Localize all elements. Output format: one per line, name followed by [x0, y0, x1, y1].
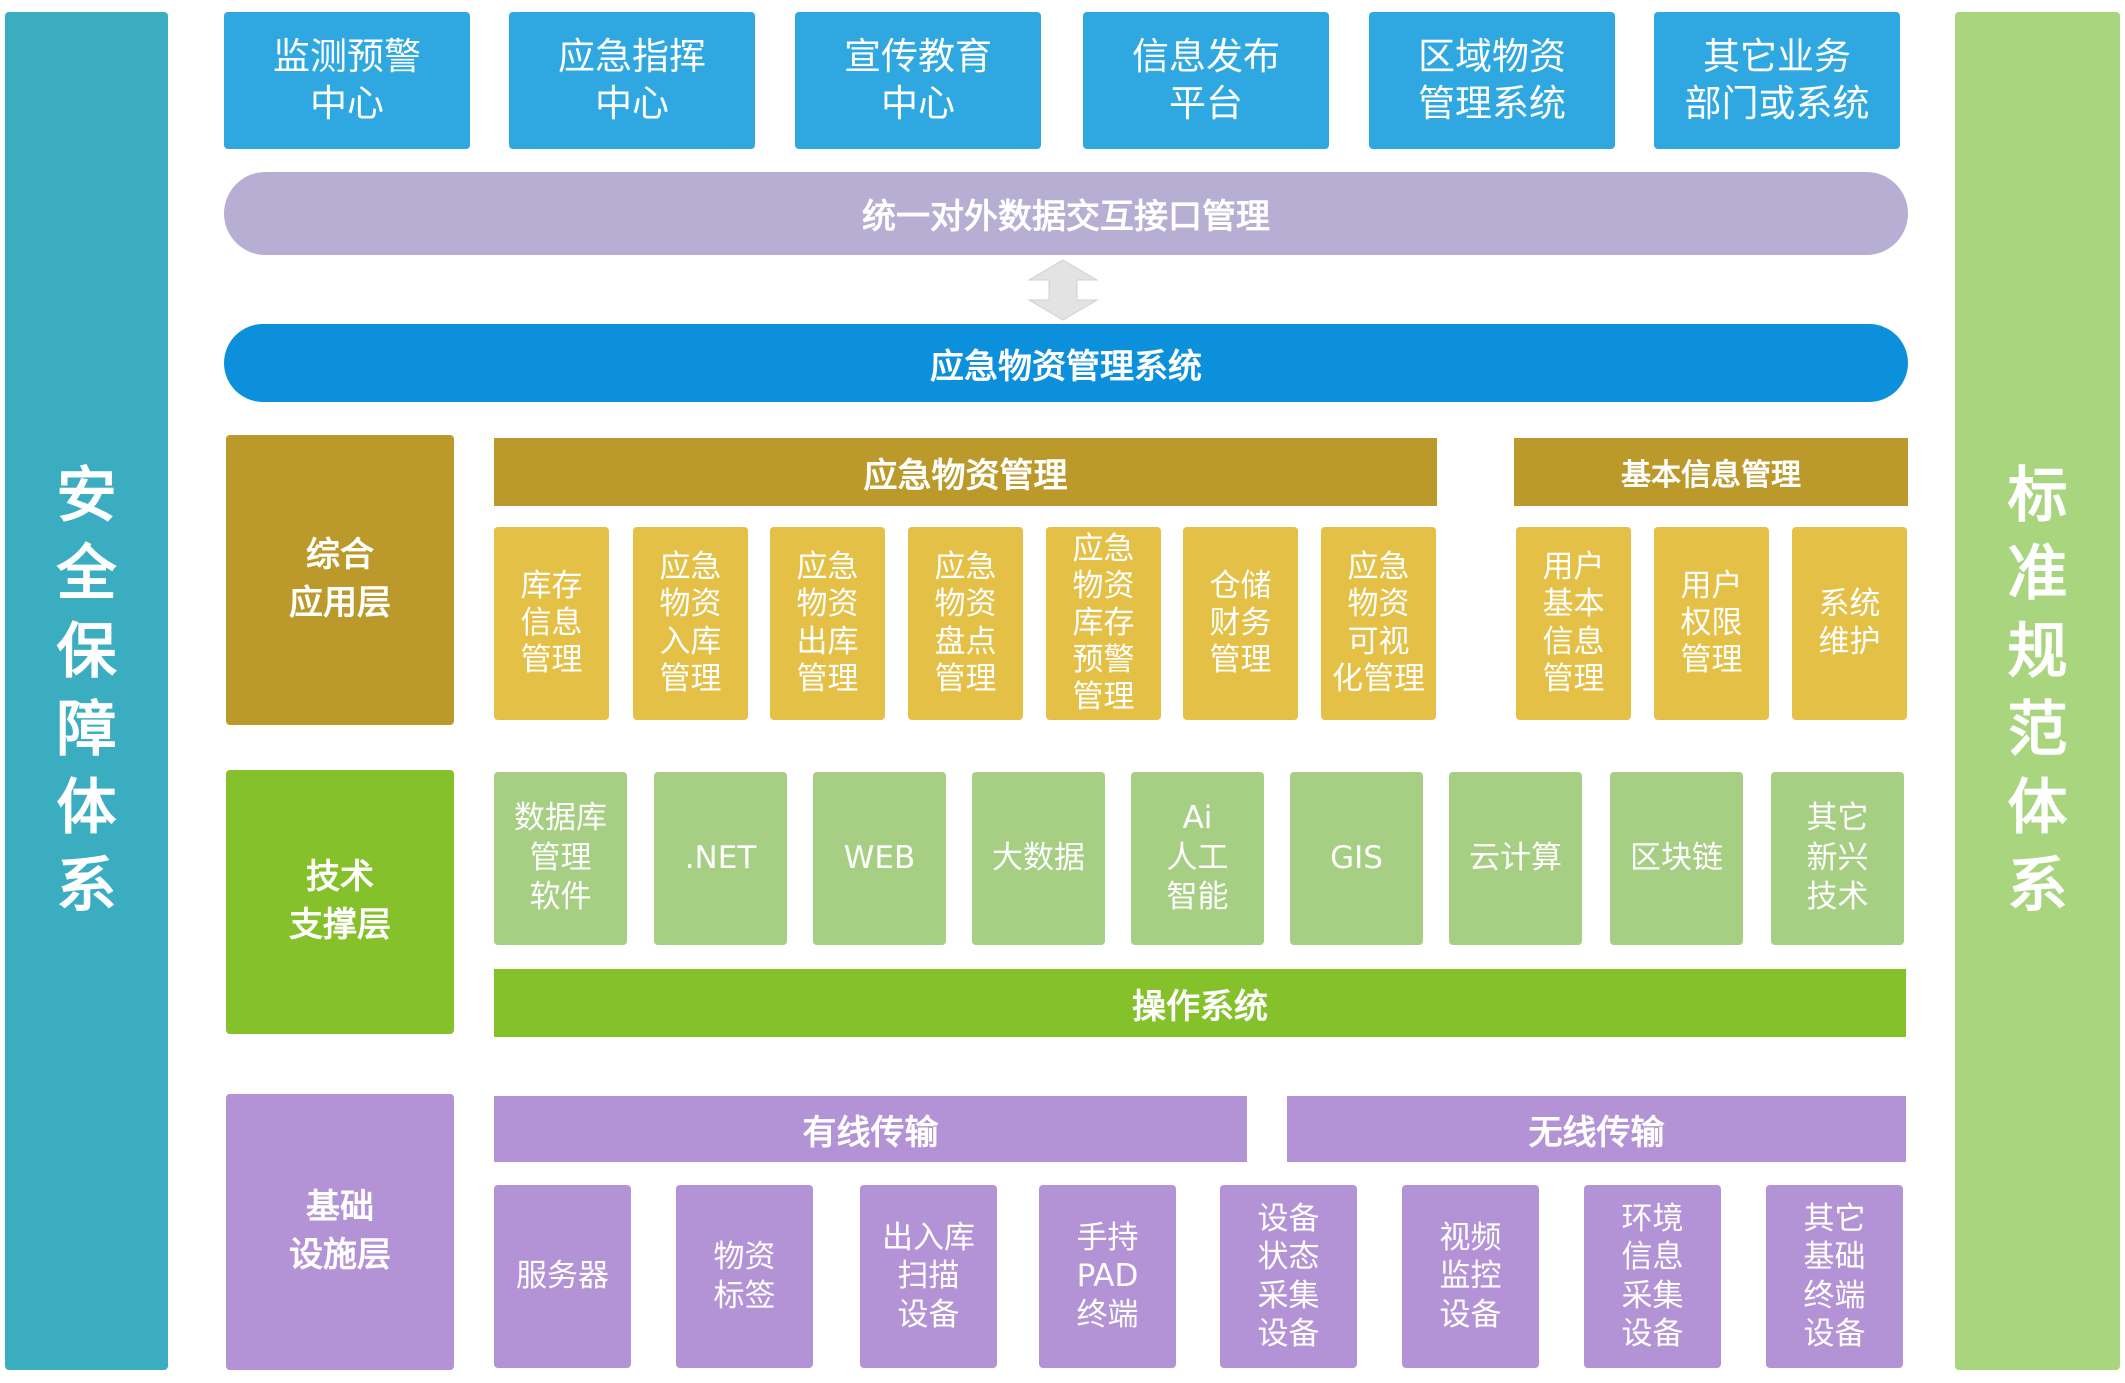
security-char: 全 [56, 539, 117, 609]
basic-info-module-box: 系统 维护 [1792, 527, 1907, 720]
tech-module-box: WEB [813, 772, 946, 945]
device-box: 视频 监控 设备 [1402, 1185, 1539, 1368]
device-box-label: 视频 监控 设备 [1439, 1219, 1502, 1333]
tech-module-box-label: 区块链 [1630, 839, 1723, 876]
device-box-label: 其它 基础 终端 设备 [1803, 1200, 1866, 1352]
device-box: 出入库 扫描 设备 [860, 1185, 997, 1368]
tech-module-box: 区块链 [1610, 772, 1743, 945]
standards-char: 标 [2007, 461, 2068, 531]
external-system-box-label: 应急指挥 中心 [558, 35, 706, 125]
material-module-box-label: 仓储 财务 管理 [1209, 567, 1272, 679]
device-box: 手持 PAD 终端 [1039, 1185, 1176, 1368]
security-char: 体 [56, 773, 117, 843]
security-char: 系 [56, 851, 117, 921]
tech-module-box: 其它 新兴 技术 [1771, 772, 1904, 945]
external-system-box: 应急指挥 中心 [509, 12, 755, 149]
material-module-box-label: 应急 物资 入库 管理 [659, 549, 722, 697]
main-system-label: 应急物资管理系统 [930, 346, 1202, 387]
external-system-box-label: 区域物资 管理系统 [1418, 35, 1566, 125]
external-system-box: 宣传教育 中心 [795, 12, 1041, 149]
standards-char: 准 [2007, 539, 2068, 609]
bidirectional-arrow-icon [1027, 259, 1099, 321]
tech-module-box-label: GIS [1330, 839, 1383, 876]
device-box-label: 服务器 [516, 1258, 609, 1295]
tech-support-layer-title: 技术 支撑层 [226, 770, 454, 1034]
device-box: 服务器 [494, 1185, 631, 1368]
basic-info-module-box-label: 用户 基本 信息 管理 [1542, 549, 1605, 697]
security-char: 保 [56, 617, 117, 687]
interface-management-bar: 统一对外数据交互接口管理 [224, 172, 1908, 255]
external-system-box-label: 信息发布 平台 [1132, 35, 1280, 125]
tech-module-box-label: 其它 新兴 技术 [1806, 799, 1869, 916]
material-module-box-label: 应急 物资 库存 预警 管理 [1072, 530, 1135, 716]
standards-char: 范 [2007, 695, 2068, 765]
external-system-box: 监测预警 中心 [224, 12, 470, 149]
tech-module-box: 数据库 管理 软件 [494, 772, 627, 945]
material-module-box-label: 应急 物资 出库 管理 [796, 549, 859, 697]
material-module-box: 库存 信息 管理 [494, 527, 609, 720]
infrastructure-layer-title: 基础 设施层 [226, 1094, 454, 1370]
security-system-label: 安全保障体系 [57, 457, 117, 925]
basic-info-module-box-label: 用户 权限 管理 [1680, 567, 1743, 679]
tech-module-box-label: WEB [843, 839, 916, 876]
material-module-box: 应急 物资 盘点 管理 [908, 527, 1023, 720]
material-module-box: 应急 物资 库存 预警 管理 [1046, 527, 1161, 720]
material-module-box: 应急 物资 出库 管理 [770, 527, 885, 720]
material-module-box: 应急 物资 入库 管理 [633, 527, 748, 720]
security-char: 障 [56, 695, 117, 765]
tech-module-box-label: Ai 人工 智能 [1166, 799, 1229, 916]
basic-info-module-box: 用户 基本 信息 管理 [1516, 527, 1631, 720]
standards-char: 体 [2007, 773, 2068, 843]
device-box: 环境 信息 采集 设备 [1584, 1185, 1721, 1368]
external-system-box-label: 其它业务 部门或系统 [1684, 35, 1870, 125]
tech-module-box: 大数据 [972, 772, 1105, 945]
material-management-header: 应急物资管理 [494, 438, 1437, 506]
tech-module-box-label: 大数据 [992, 839, 1085, 876]
main-system-bar: 应急物资管理系统 [224, 324, 1908, 402]
material-module-box: 仓储 财务 管理 [1183, 527, 1298, 720]
security-char: 安 [56, 461, 117, 531]
wired-transmission-header: 有线传输 [494, 1096, 1247, 1162]
tech-module-box: .NET [654, 772, 787, 945]
external-system-box-label: 宣传教育 中心 [844, 35, 992, 125]
standards-system-label: 标准规范体系 [2008, 457, 2068, 925]
tech-module-box-label: 数据库 管理 软件 [514, 799, 607, 916]
external-system-box-label: 监测预警 中心 [273, 35, 421, 125]
device-box: 设备 状态 采集 设备 [1220, 1185, 1357, 1368]
device-box-label: 设备 状态 采集 设备 [1257, 1200, 1320, 1352]
external-system-box: 其它业务 部门或系统 [1654, 12, 1900, 149]
tech-module-box: GIS [1290, 772, 1423, 945]
security-system-bar: 安全保障体系 [5, 12, 168, 1370]
device-box-label: 出入库 扫描 设备 [882, 1219, 975, 1333]
tech-module-box: Ai 人工 智能 [1131, 772, 1264, 945]
basic-info-module-box-label: 系统 维护 [1818, 586, 1881, 660]
standards-char: 系 [2007, 851, 2068, 921]
operating-system-bar: 操作系统 [494, 969, 1906, 1037]
tech-module-box-label: .NET [684, 839, 757, 876]
external-system-box: 信息发布 平台 [1083, 12, 1329, 149]
standards-char: 规 [2007, 617, 2068, 687]
device-box: 物资 标签 [676, 1185, 813, 1368]
material-module-box-label: 库存 信息 管理 [520, 567, 583, 679]
application-layer-title: 综合 应用层 [226, 435, 454, 725]
device-box-label: 环境 信息 采集 设备 [1621, 1200, 1684, 1352]
material-module-box-label: 应急 物资 盘点 管理 [934, 549, 997, 697]
tech-module-box-label: 云计算 [1469, 839, 1562, 876]
standards-system-bar: 标准规范体系 [1955, 12, 2120, 1370]
material-module-box-label: 应急 物资 可视 化管理 [1332, 549, 1425, 697]
device-box: 其它 基础 终端 设备 [1766, 1185, 1903, 1368]
wireless-transmission-header: 无线传输 [1287, 1096, 1906, 1162]
basic-info-module-box: 用户 权限 管理 [1654, 527, 1769, 720]
external-system-box: 区域物资 管理系统 [1369, 12, 1615, 149]
interface-management-label: 统一对外数据交互接口管理 [862, 197, 1270, 237]
device-box-label: 手持 PAD 终端 [1076, 1219, 1139, 1333]
basic-info-management-header: 基本信息管理 [1514, 438, 1908, 506]
material-module-box: 应急 物资 可视 化管理 [1321, 527, 1436, 720]
device-box-label: 物资 标签 [713, 1239, 776, 1314]
tech-module-box: 云计算 [1449, 772, 1582, 945]
